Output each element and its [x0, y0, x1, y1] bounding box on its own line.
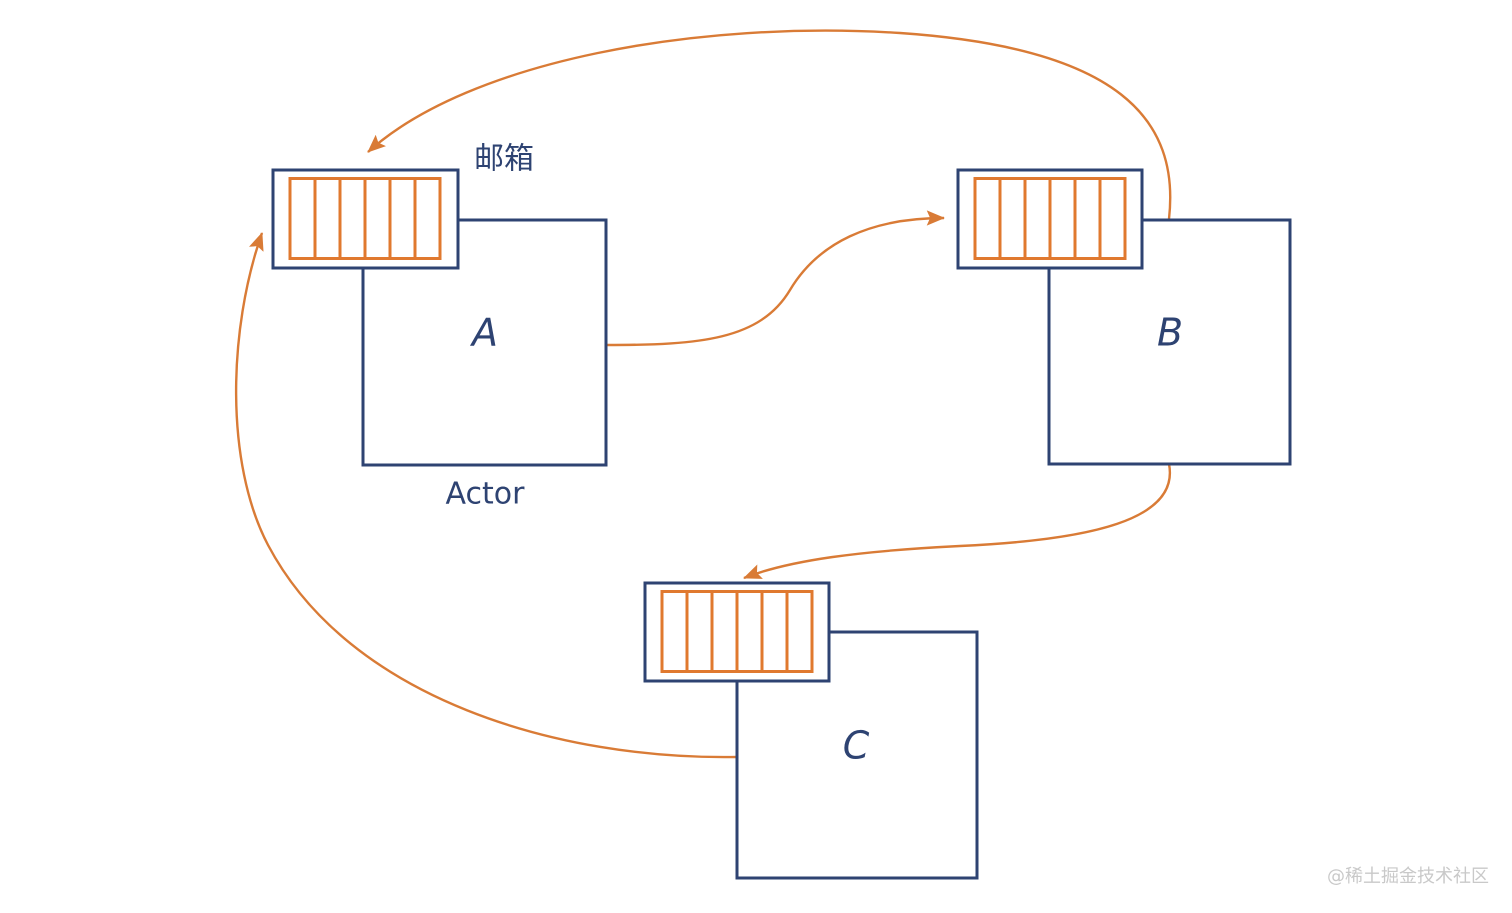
node-b[interactable]: B [956, 168, 1292, 466]
edge-a-to-b [606, 210, 945, 347]
mailbox-b[interactable] [956, 168, 1144, 270]
edge-b-to-c [743, 463, 1172, 580]
mailbox-cells-b [973, 177, 1127, 260]
edge-c-to-a [234, 232, 738, 759]
mailbox-cells-c [660, 590, 814, 673]
edge-layer [234, 29, 1172, 759]
node-label-c: C [843, 724, 870, 768]
mailbox-a[interactable] [271, 168, 460, 270]
node-c[interactable]: C [643, 581, 979, 880]
actor-caption: Actor [446, 477, 526, 512]
node-a[interactable]: A [271, 168, 608, 467]
mailbox-caption: 邮箱 [474, 142, 534, 177]
mailbox-cells-a [288, 177, 442, 260]
node-label-a: A [469, 311, 498, 355]
mailbox-c[interactable] [643, 581, 831, 683]
edge-b-to-a [367, 29, 1172, 220]
watermark: @稀土掘金技术社区 [1327, 866, 1489, 887]
node-label-b: B [1157, 311, 1183, 355]
